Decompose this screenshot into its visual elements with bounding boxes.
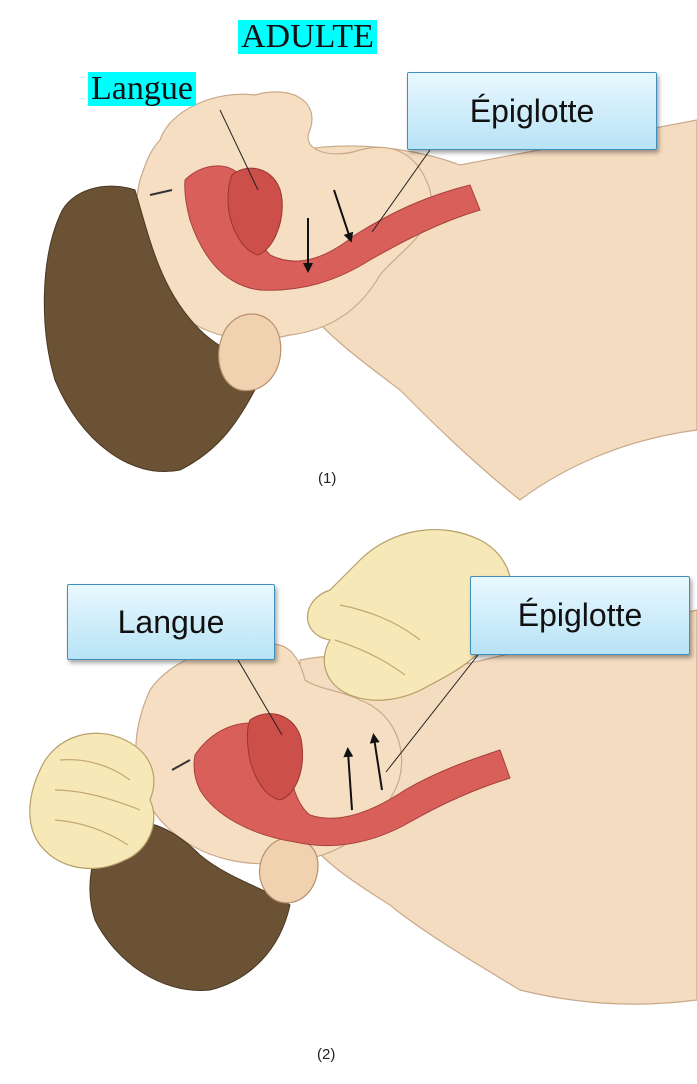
hand-forehead bbox=[30, 733, 154, 868]
label-tongue-1: Langue bbox=[88, 72, 196, 106]
label-epiglottis-1: Épiglotte bbox=[407, 72, 657, 150]
label-tongue-2: Langue bbox=[67, 584, 275, 660]
ear-2 bbox=[260, 837, 318, 902]
caption-2: (2) bbox=[317, 1046, 335, 1063]
title-adulte: ADULTE bbox=[238, 20, 377, 54]
panel-1-figure bbox=[44, 92, 697, 500]
label-epiglottis-2: Épiglotte bbox=[470, 576, 690, 655]
ear bbox=[219, 314, 281, 391]
caption-1: (1) bbox=[318, 470, 336, 487]
